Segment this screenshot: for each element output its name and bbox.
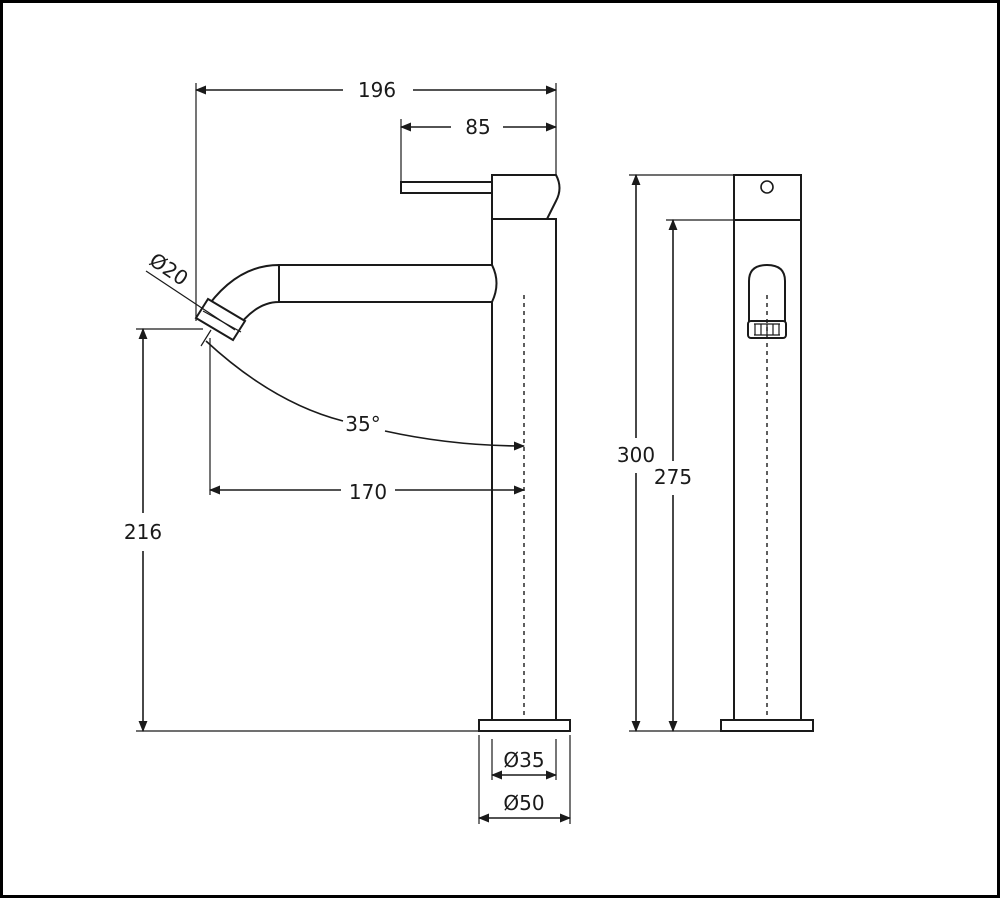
spout-outlet [194,297,247,342]
base-plate [478,719,571,732]
dim-300: 300 [617,443,655,467]
side-handle-head [733,174,802,221]
dim-angle-35: 35° [345,412,380,436]
dim-d20: Ø20 [145,248,193,291]
dim-170: 170 [349,480,387,504]
dim-196: 196 [358,78,396,102]
lever [400,181,493,194]
side-base-plate [720,719,814,732]
dim-85: 85 [465,115,490,139]
dim-d50: Ø50 [503,791,544,815]
tap-body [491,218,557,721]
front-view [194,174,571,732]
spout-straight [278,264,498,303]
handle-head [491,174,561,220]
dimensions: 196 85 Ø20 35° 170 216 Ø35 Ø50 [124,78,734,824]
dim-275: 275 [654,465,692,489]
tap-technical-drawing: 196 85 Ø20 35° 170 216 Ø35 Ø50 [124,78,814,824]
dim-d35: Ø35 [503,748,544,772]
side-view [720,174,814,732]
dim-216: 216 [124,520,162,544]
handle-screw-icon [760,180,774,194]
